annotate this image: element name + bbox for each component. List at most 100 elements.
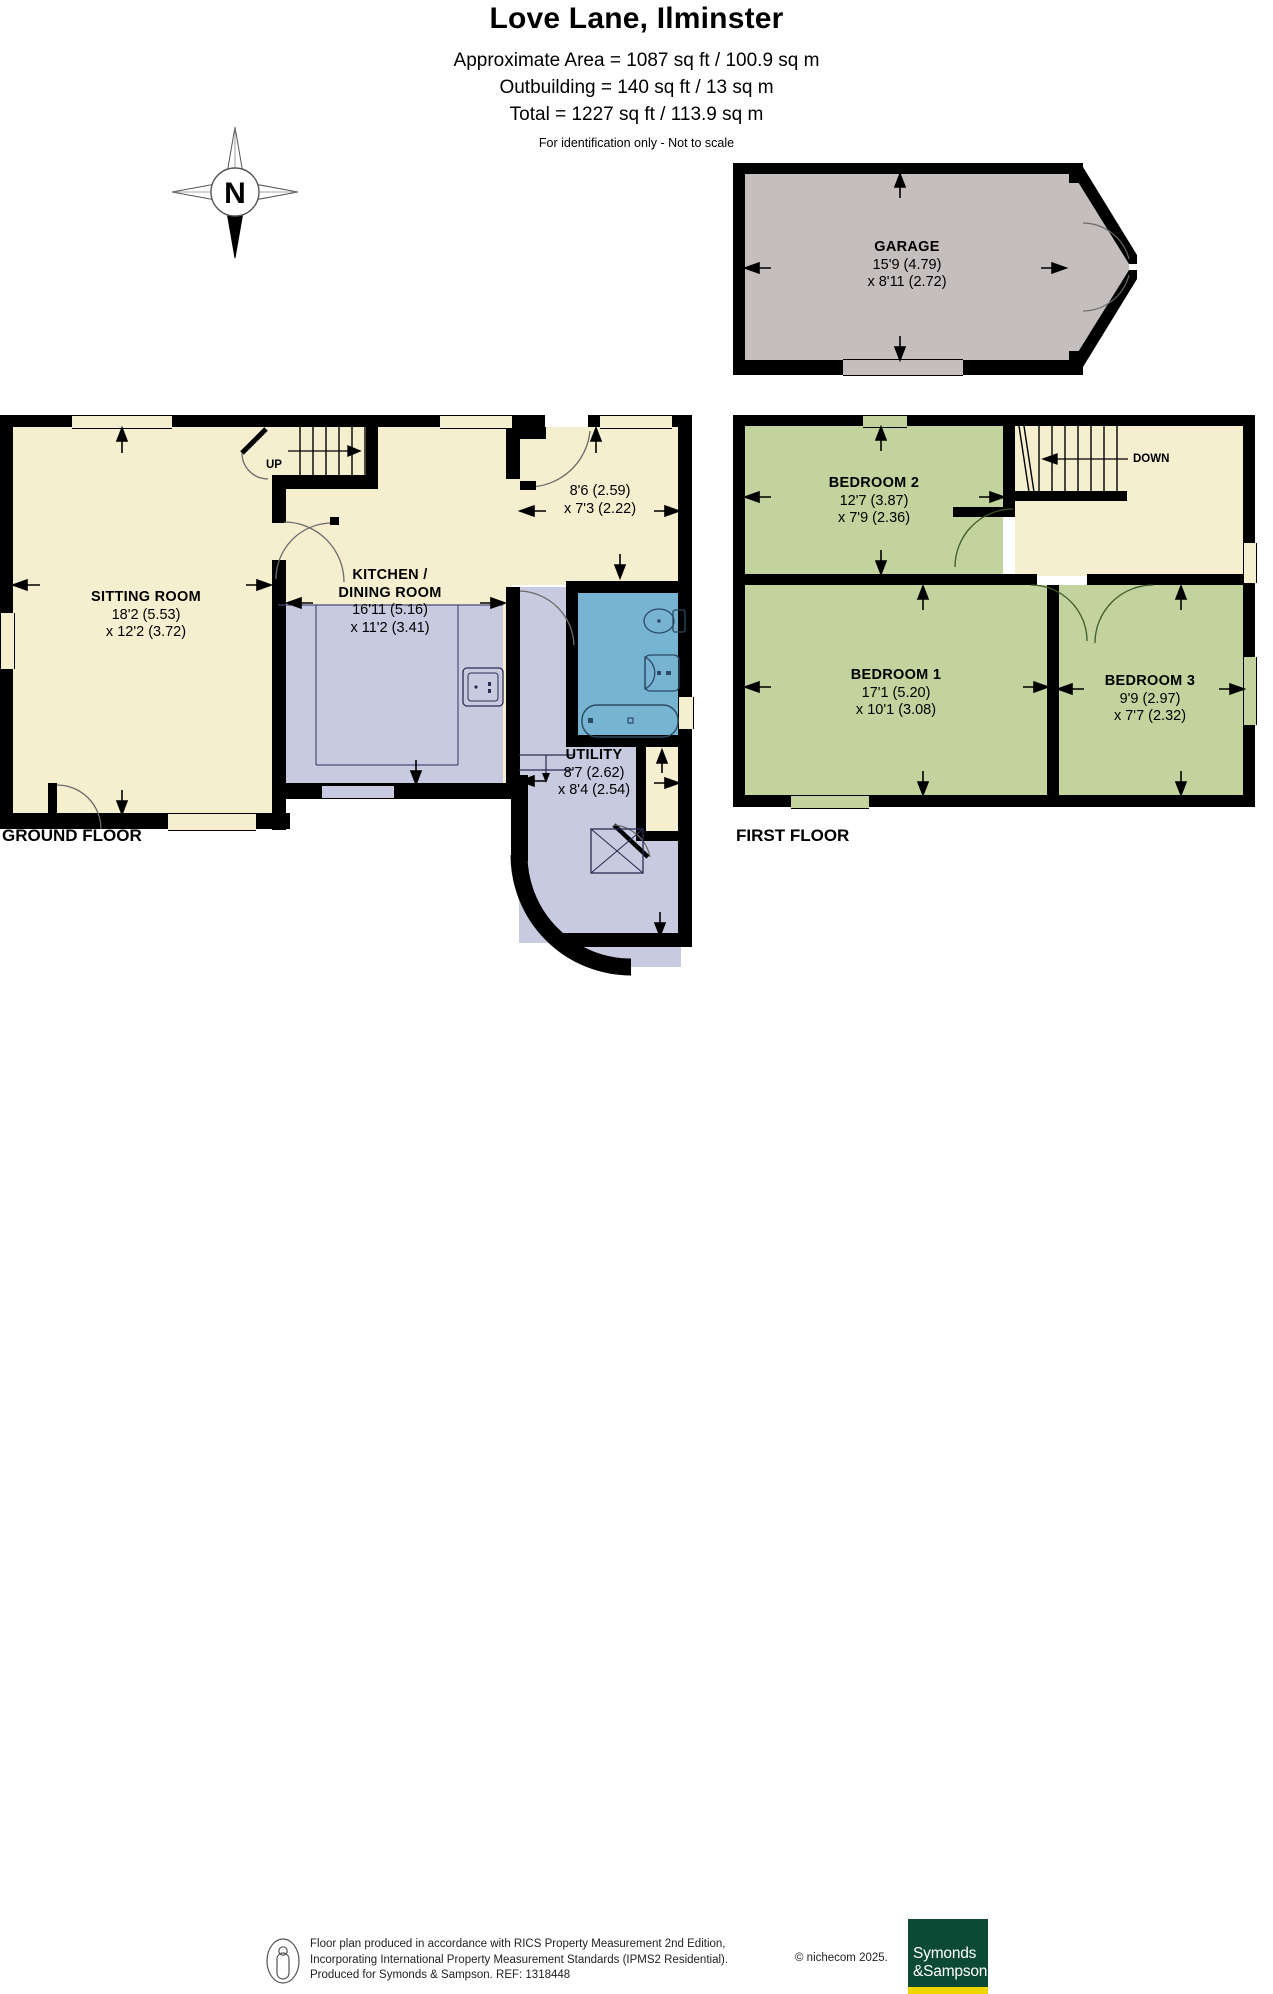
ground-stairs: [288, 427, 366, 475]
gf-wall-bathroom-top: [566, 581, 684, 593]
approx-area-text: Approximate Area = 1087 sq ft / 100.9 sq…: [453, 50, 820, 71]
utility-dim-1: 8'7 (2.62): [563, 764, 625, 781]
sitting-room-label: SITTING ROOM 18'2 (5.53) x 12'2 (3.72): [48, 589, 244, 642]
ground-floor-plan: UP: [0, 415, 712, 976]
footer-line-1: Floor plan produced in accordance with R…: [310, 1938, 726, 1950]
ff-wall-landing-bottom-right: [1087, 574, 1243, 585]
garage-wall-bottomright-stub: [1069, 351, 1083, 375]
gf-wall-right-lower: [678, 745, 692, 943]
gf-wall-hall-top: [506, 427, 520, 479]
symonds-sampson-logo[interactable]: Symonds &Sampson: [908, 1919, 988, 1994]
garage-plan: GARAGE 15'9 (4.79) x 8'11 (2.72): [733, 163, 1137, 376]
kitchen-door-swing: [275, 517, 339, 580]
bedroom3-name: BEDROOM 3: [1104, 673, 1196, 689]
entry-hall-dim-2: x 7'3 (2.22): [563, 500, 637, 517]
logo-yellow-stripe: [908, 1987, 988, 1994]
bedroom3-floor-fill: [1059, 585, 1243, 795]
bedroom3-dim-1: 9'9 (2.97): [1119, 690, 1181, 707]
sitting-to-kitchen-door: [283, 521, 345, 583]
wc-fixture: [643, 608, 686, 634]
footer-text-block: Floor plan produced in accordance with R…: [310, 1937, 728, 1984]
rear-door-swing: [612, 823, 651, 859]
bedroom1-name: BEDROOM 1: [850, 667, 942, 683]
first-floor-plan: DOWN BEDROOM 2 12'7 (3.: [733, 415, 1265, 815]
gf-wall-entry-jamb: [520, 427, 546, 439]
bathroom-window-right: [678, 697, 694, 729]
sitting-room-dim-2: x 12'2 (3.72): [105, 624, 187, 641]
gf-wall-sitting-kitchen: [272, 560, 286, 830]
bedroom2-floor-fill: [745, 426, 1003, 574]
kitchen-dining-label: KITCHEN / DINING ROOM 16'11 (5.16) x 11'…: [298, 567, 482, 638]
basin-fixture: [644, 654, 680, 692]
kitchen-window-top: [440, 415, 512, 429]
garage-dimension-arrows: [742, 171, 1069, 363]
utility-hall-door-swing: [519, 590, 575, 646]
gf-wall-lobby-bottom: [636, 831, 684, 841]
sitting-window-bottom: [168, 813, 256, 831]
garage-label: GARAGE 15'9 (4.79) x 8'11 (2.72): [797, 239, 1017, 292]
ff-wall-left: [733, 415, 745, 807]
gf-wall-bathroom-bottom: [566, 735, 684, 747]
garage-wall-topright-stub: [1069, 163, 1083, 183]
kitchen-worktop-lines: [278, 604, 503, 766]
kitchen-dining-name-line2: DINING ROOM: [338, 584, 442, 601]
bedroom3-dim-2: x 7'7 (2.32): [1113, 708, 1187, 725]
entry-hall-floor-fill: [512, 427, 680, 585]
utility-shelf-lines: [519, 754, 573, 783]
ff-wall-top: [733, 415, 1255, 426]
gf-wall-bathroom-left: [566, 581, 578, 743]
footer-line-2: Incorporating International Property Mea…: [310, 1953, 729, 1966]
logo-line-2: &Sampson: [913, 1963, 988, 1980]
ff-wall-landing-bottom-left: [1015, 574, 1037, 585]
sitting-room-name: SITTING ROOM: [91, 589, 201, 605]
garage-floor-fill: [745, 174, 1079, 360]
ground-stair-entry-door: [240, 427, 269, 480]
footer: Floor plan produced in accordance with R…: [0, 962, 1273, 1994]
ff-wall-stair-bottom: [1015, 491, 1127, 501]
entry-hall-label: 8'6 (2.59) x 7'3 (2.22): [528, 483, 672, 518]
bedroom2-window-top: [863, 415, 907, 428]
hall-window-top: [600, 415, 672, 429]
sitting-room-floor-fill: [13, 427, 278, 819]
landing-window-right: [1243, 543, 1257, 583]
first-floor-dimension-arrows: [742, 424, 1247, 798]
gf-wall-right-upper: [678, 415, 692, 595]
kitchen-window-bottom: [322, 785, 394, 799]
garage-window-bottom: [843, 359, 963, 376]
bedroom1-floor-fill: [745, 585, 1047, 795]
bedroom1-door-swing: [1030, 584, 1088, 642]
ground-stairs-up-label: UP: [266, 459, 282, 471]
garage-wall-top: [733, 163, 1081, 174]
logo-line-1: Symonds: [913, 1945, 977, 1962]
utility-appliance: [590, 828, 644, 874]
bedroom2-door-swing: [954, 508, 1014, 568]
garage-bay-shape: [1063, 167, 1137, 367]
garage-dim-1: 15'9 (4.79): [872, 256, 942, 273]
bedroom2-dim-1: 12'7 (3.87): [839, 492, 909, 509]
utility-label: UTILITY 8'7 (2.62) x 8'4 (2.54): [528, 747, 660, 800]
ff-wall-bed2-door-jamb: [953, 507, 1015, 517]
bathroom-floor-fill: [576, 591, 681, 741]
gf-curved-wall: [510, 775, 632, 976]
garage-name: GARAGE: [874, 239, 940, 255]
gf-wall-kitchen-right: [506, 587, 520, 799]
bedroom3-door-swing: [1094, 584, 1154, 644]
landing-floor-fill: [1015, 426, 1243, 576]
ff-wall-bed2-right: [1003, 415, 1015, 517]
footer-line-3: Produced for Symonds & Sampson. REF: 131…: [310, 1969, 571, 1982]
copyright-text: © nichecom 2025.: [795, 1952, 888, 1964]
utility-dim-2: x 8'4 (2.54): [557, 782, 631, 799]
bedroom3-label: BEDROOM 3 9'9 (2.97) x 7'7 (2.32): [1067, 673, 1233, 726]
sitting-front-door-swing: [48, 783, 102, 830]
gf-wall-stair-bottom: [272, 475, 378, 489]
bedroom1-dim-2: x 10'1 (3.08): [855, 702, 937, 719]
disclaimer-text: For identification only - Not to scale: [538, 136, 735, 150]
kitchen-dining-dim-1: 16'11 (5.16): [352, 602, 428, 619]
front-door-swing: [520, 430, 591, 490]
ground-dimension-arrows: [10, 425, 682, 939]
compass-north-label: N: [224, 177, 246, 210]
kitchen-sink: [462, 667, 504, 707]
first-floor-stairs-down-label: DOWN: [1133, 453, 1170, 465]
entry-hall-dim-1: 8'6 (2.59): [569, 483, 631, 499]
first-floor-stairs: [1018, 425, 1128, 493]
